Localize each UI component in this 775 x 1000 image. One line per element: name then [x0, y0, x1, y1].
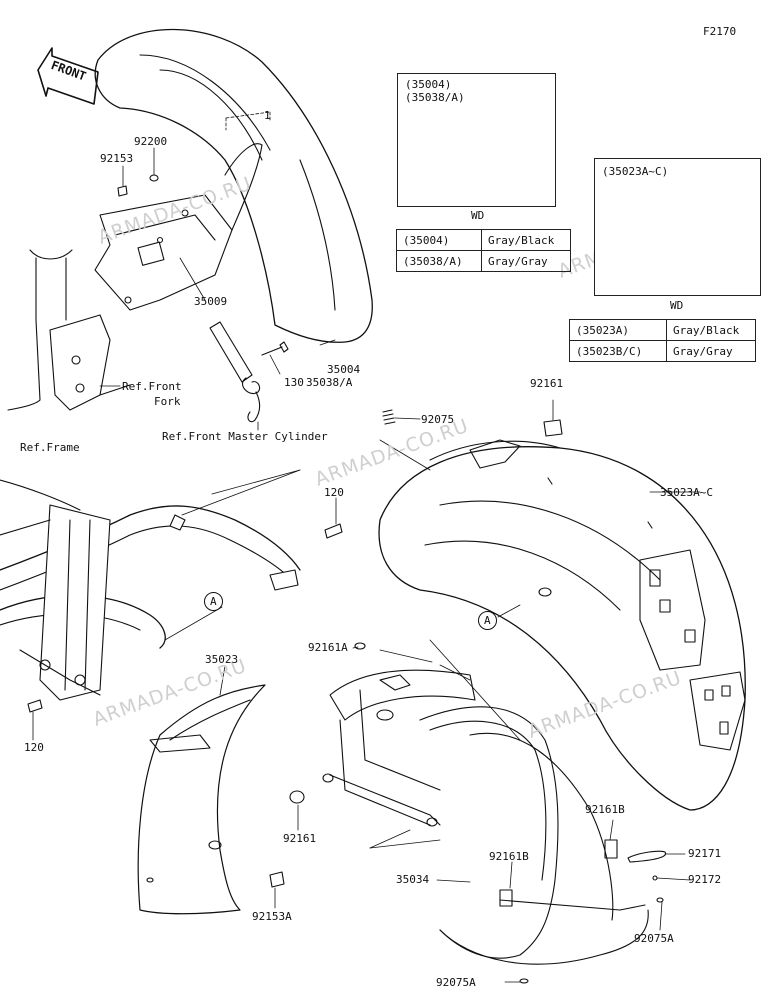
detail-box-2-title: (35023A~C): [602, 165, 669, 178]
detail-box-fender-35004: [397, 73, 556, 207]
callout-92153: 92153: [100, 152, 134, 165]
table-row: (35023A) Gray/Black: [569, 319, 756, 341]
callout-92161b-mid: 92161B: [489, 850, 529, 863]
bolt-92153-shape: [117, 185, 128, 197]
callout-92172: 92172: [688, 873, 722, 886]
callout-130: 130: [284, 376, 304, 389]
rear-fender-shape: [378, 439, 746, 811]
front-arrow-icon: [37, 47, 99, 105]
bolt-120-top-shape: [324, 523, 343, 539]
table-cell-part: (35023A): [569, 319, 667, 341]
callout-35034: 35034: [396, 873, 430, 886]
callout-ref-front-fork-1: Ref.Front: [122, 380, 182, 393]
reference-marker-label: A: [484, 614, 491, 627]
bolt-120-left-shape: [27, 699, 43, 713]
callout-92161a: 92161A: [308, 641, 348, 654]
table-cell-color: Gray/Black: [481, 229, 571, 251]
callout-92075: 92075: [421, 413, 455, 426]
callout-92153a: 92153A: [252, 910, 292, 923]
leader-lines: [32, 111, 701, 983]
callout-35004: 35004: [327, 363, 361, 376]
detail-box-2-caption: WD: [670, 299, 684, 312]
rubber-92161a-shape: [354, 642, 366, 650]
color-table-1: (35004) Gray/Black (35038/A) Gray/Gray: [396, 229, 571, 272]
detail-box-1-caption: WD: [471, 209, 485, 222]
callout-92161-top: 92161: [530, 377, 564, 390]
detail-box-fender-35023: [594, 158, 761, 296]
dot-92172-shape: [652, 875, 658, 881]
mud-guard-shape: [137, 684, 285, 915]
table-cell-part: (35004): [396, 229, 482, 251]
front-fork-shape: [7, 249, 131, 411]
figure-code: F2170: [703, 25, 737, 38]
spring-92075-shape: [382, 409, 396, 425]
table-cell-part: (35038/A): [396, 250, 482, 272]
reference-marker-label: A: [210, 595, 217, 608]
inner-fender-frame-shape: [322, 669, 649, 965]
callout-92075a-bottom: 92075A: [436, 976, 476, 989]
table-row: (35023B/C) Gray/Gray: [569, 340, 756, 362]
callout-92171: 92171: [688, 847, 722, 860]
strap-92171-shape: [627, 850, 667, 863]
reference-marker-a-right: A: [478, 611, 497, 630]
table-row: (35004) Gray/Black: [396, 229, 571, 251]
table-cell-color: Gray/Gray: [666, 340, 756, 362]
table-cell-color: Gray/Gray: [481, 250, 571, 272]
washer-92200-shape: [149, 174, 159, 182]
rear-frame-shape: [0, 479, 301, 701]
table-cell-part: (35023B/C): [569, 340, 667, 362]
clip-92075a-bottom-shape: [519, 978, 529, 984]
color-table-2: (35023A) Gray/Black (35023B/C) Gray/Gray: [569, 319, 756, 362]
callout-92200: 92200: [134, 135, 168, 148]
callout-35023a-c: 35023A~C: [660, 486, 713, 499]
callout-mark-1: 1: [264, 109, 271, 122]
rubber-92161-bottom-shape: [289, 790, 305, 804]
callout-35023: 35023: [205, 653, 239, 666]
callout-92075a-right: 92075A: [634, 932, 674, 945]
callout-35009: 35009: [194, 295, 228, 308]
table-cell-color: Gray/Black: [666, 319, 756, 341]
clip-92075a-right-shape: [656, 897, 664, 903]
detail-box-1-title-2: (35038/A): [405, 91, 465, 104]
callout-ref-front-fork-2: Fork: [154, 395, 181, 408]
fender-bracket-shape: [94, 143, 263, 311]
reference-marker-a-left: A: [204, 592, 223, 611]
hose-clamp-shape: [209, 321, 289, 423]
callout-120-left: 120: [24, 741, 44, 754]
callout-92161b-right: 92161B: [585, 803, 625, 816]
callout-120-top: 120: [324, 486, 344, 499]
callout-ref-front-master-cylinder: Ref.Front Master Cylinder: [162, 430, 328, 443]
callout-92161-bottom: 92161: [283, 832, 317, 845]
detail-box-1-title-1: (35004): [405, 78, 452, 91]
table-row: (35038/A) Gray/Gray: [396, 250, 571, 272]
callout-35038a: 35038/A: [306, 376, 353, 389]
callout-ref-frame: Ref.Frame: [20, 441, 80, 454]
rubber-92161-top-shape: [543, 419, 563, 437]
